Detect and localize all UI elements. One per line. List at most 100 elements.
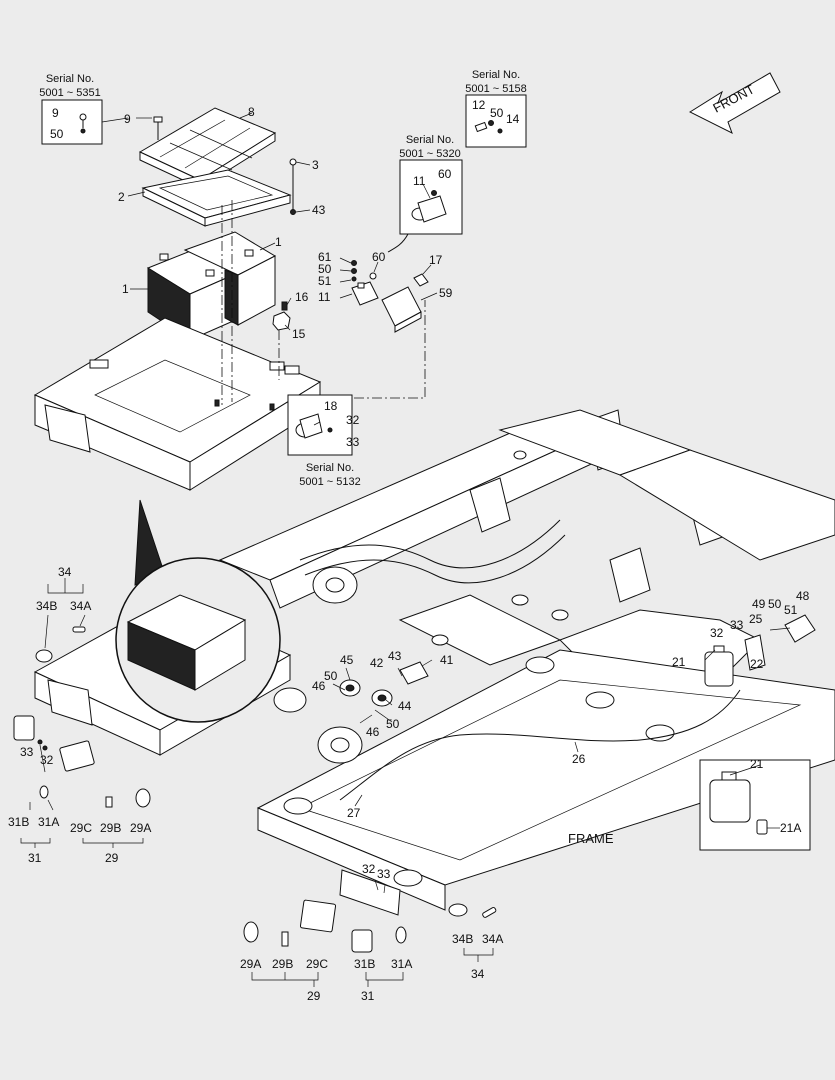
callout: 11 bbox=[413, 174, 426, 188]
boom-mount bbox=[273, 566, 363, 764]
callout: 51 bbox=[784, 603, 798, 617]
callout: 51 bbox=[318, 274, 332, 288]
callout: 61 bbox=[318, 250, 332, 264]
callout: 17 bbox=[429, 253, 443, 267]
callout: 29C bbox=[70, 821, 92, 835]
callout: 31B bbox=[8, 815, 29, 829]
serial-title: Serial No. bbox=[306, 462, 354, 474]
callout: 50 bbox=[386, 717, 400, 731]
callout: 3 bbox=[312, 158, 319, 172]
callout: 26 bbox=[572, 752, 586, 766]
callout: 50 bbox=[324, 669, 338, 683]
callout: 1 bbox=[275, 235, 282, 249]
callout: 31 bbox=[28, 851, 42, 865]
callout: 46 bbox=[366, 725, 380, 739]
callout: 29 bbox=[307, 989, 321, 1003]
battery-hold-frame bbox=[141, 169, 292, 227]
callout: 29B bbox=[272, 957, 293, 971]
callout: 32 bbox=[710, 626, 724, 640]
serial-range: 5001 ~ 5132 bbox=[299, 476, 360, 488]
callout: 29A bbox=[130, 821, 151, 835]
callout: 50 bbox=[318, 262, 332, 276]
callout: 43 bbox=[388, 649, 402, 663]
callout: 60 bbox=[372, 250, 386, 264]
callout: 21 bbox=[672, 655, 686, 669]
callout: 43 bbox=[312, 203, 326, 217]
washer-tank-detail bbox=[699, 759, 811, 851]
callout: 33 bbox=[730, 618, 744, 632]
callout: 49 bbox=[752, 597, 766, 611]
callout: 32 bbox=[362, 862, 376, 876]
group-brackets bbox=[20, 578, 494, 987]
callout: 50 bbox=[50, 127, 64, 141]
callout: 60 bbox=[438, 167, 452, 181]
frame-label: FRAME bbox=[568, 831, 614, 846]
callout: 34 bbox=[58, 565, 72, 579]
callouts: 8 9 9 50 2 3 43 1 1 16 15 18 32 33 12 50… bbox=[8, 98, 810, 1003]
horn-45 bbox=[339, 679, 361, 697]
callout: 50 bbox=[490, 106, 504, 120]
lamp-parts-left bbox=[13, 626, 151, 808]
callout: 46 bbox=[312, 679, 326, 693]
callout: 18 bbox=[324, 399, 338, 413]
callout: 34B bbox=[452, 932, 473, 946]
serial-range: 5001 ~ 5158 bbox=[465, 83, 526, 95]
callout: 44 bbox=[398, 699, 412, 713]
lower-frame: FRAME bbox=[256, 649, 835, 916]
callout: 29 bbox=[105, 851, 119, 865]
battery-tray bbox=[33, 317, 322, 491]
callout: 14 bbox=[506, 112, 520, 126]
callout: 34 bbox=[471, 967, 485, 981]
callout: 11 bbox=[318, 290, 331, 304]
hold-bolt bbox=[289, 158, 297, 215]
callout: 21A bbox=[780, 821, 801, 835]
callout: 29B bbox=[100, 821, 121, 835]
callout: 25 bbox=[749, 612, 763, 626]
callout: 31A bbox=[391, 957, 412, 971]
callout: 9 bbox=[52, 106, 59, 120]
serial-title: Serial No. bbox=[46, 73, 94, 85]
callout: 31B bbox=[354, 957, 375, 971]
horn-44 bbox=[371, 661, 429, 707]
callout: 15 bbox=[292, 327, 306, 341]
upper-frame bbox=[218, 409, 835, 681]
lamp-parts-bottom bbox=[243, 899, 497, 953]
battery-right bbox=[183, 231, 277, 326]
serial-box-5132: Serial No. 5001 ~ 5132 bbox=[287, 394, 361, 488]
callout: 1 bbox=[122, 282, 129, 296]
callout: 32 bbox=[40, 753, 54, 767]
callout: 21 bbox=[750, 757, 764, 771]
callout: 12 bbox=[472, 98, 486, 112]
callout: 33 bbox=[346, 435, 360, 449]
callout: 22 bbox=[750, 657, 764, 671]
callout: 29A bbox=[240, 957, 261, 971]
front-arrow: FRONT bbox=[688, 72, 781, 135]
serial-range: 5001 ~ 5320 bbox=[399, 148, 460, 160]
detail-magnifier bbox=[115, 499, 281, 723]
callout: 27 bbox=[347, 806, 361, 820]
callout: 33 bbox=[20, 745, 34, 759]
bolt-9 bbox=[153, 116, 163, 140]
callout: 34B bbox=[36, 599, 57, 613]
callout: 2 bbox=[118, 190, 125, 204]
relay-assembly bbox=[351, 260, 429, 333]
callout: 33 bbox=[377, 867, 391, 881]
serial-box-5320: Serial No. 5001 ~ 5320 bbox=[387, 134, 463, 253]
callout: 32 bbox=[346, 413, 360, 427]
terminal-15 bbox=[272, 301, 291, 331]
callout: 31A bbox=[38, 815, 59, 829]
callout: 45 bbox=[340, 653, 354, 667]
callout: 16 bbox=[295, 290, 309, 304]
serial-title: Serial No. bbox=[472, 69, 520, 81]
serial-range: 5001 ~ 5351 bbox=[39, 87, 100, 99]
leader-lines bbox=[29, 112, 791, 894]
callout: 59 bbox=[439, 286, 453, 300]
callout: 48 bbox=[796, 589, 810, 603]
callout: 9 bbox=[124, 112, 131, 126]
callout: 8 bbox=[248, 105, 255, 119]
serial-box-5351: Serial No. 5001 ~ 5351 bbox=[39, 73, 129, 145]
wire-harness bbox=[339, 689, 741, 801]
callout: 31 bbox=[361, 989, 375, 1003]
